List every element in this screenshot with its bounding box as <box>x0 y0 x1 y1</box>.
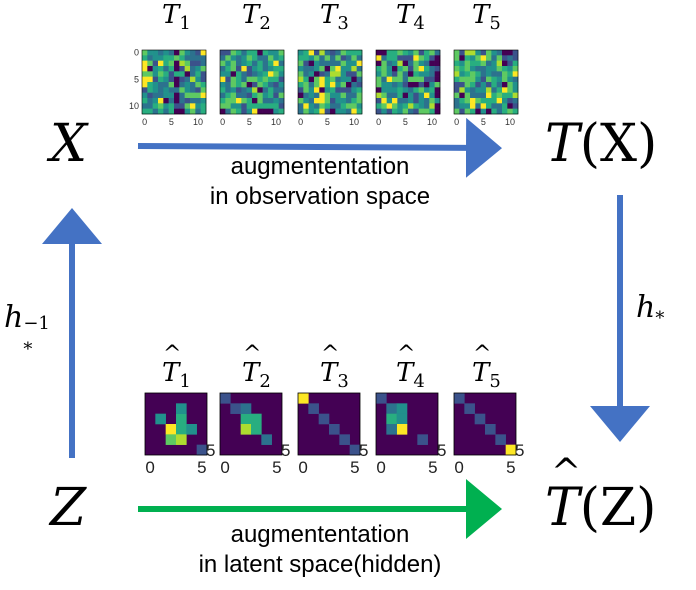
top-edge-caption: augmententation in observation space <box>209 153 431 210</box>
bottom-edge-caption: augmententation in latent space(hidden) <box>198 521 442 578</box>
x-tick-label: 10 <box>349 117 359 127</box>
right-edge-label: h* <box>636 290 665 329</box>
left-edge-label: h−1* <box>4 300 50 360</box>
top-arrow <box>137 117 502 178</box>
top-heatmap <box>375 49 441 115</box>
x-tick-label: 5 <box>272 458 281 477</box>
x-tick-label: 5 <box>481 117 486 127</box>
bottom-heatmap <box>453 392 517 456</box>
top-matrix-label-4: T4 <box>396 0 425 35</box>
x-tick-label: 10 <box>427 117 437 127</box>
y-tick-label: 5 <box>437 441 446 460</box>
node-z: Z <box>50 478 87 538</box>
x-tick-label: 0 <box>145 458 154 477</box>
x-tick-label: 5 <box>350 458 359 477</box>
top-heatmap <box>141 49 207 115</box>
top-matrix-label-1: T1 <box>162 0 191 35</box>
bottom-heatmap <box>297 392 361 456</box>
y-tick-label: 10 <box>129 101 139 111</box>
x-tick-label: 10 <box>505 117 515 127</box>
x-tick-label: 5 <box>247 117 252 127</box>
x-tick-label: 5 <box>169 117 174 127</box>
top-matrix-label-5: T5 <box>472 0 501 35</box>
y-tick-label: 0 <box>134 48 139 58</box>
y-tick-label: 5 <box>206 441 215 460</box>
x-tick-label: 0 <box>454 458 463 477</box>
x-tick-label: 0 <box>298 117 303 127</box>
bottom-matrix-label-1: ^T1 <box>162 342 191 393</box>
bottom-heatmap <box>144 392 208 456</box>
y-tick-label: 5 <box>515 441 524 460</box>
x-tick-label: 0 <box>454 117 459 127</box>
node-tx: T(X) <box>545 114 658 174</box>
bottom-heatmap <box>219 392 283 456</box>
y-tick-label: 5 <box>359 441 368 460</box>
x-tick-label: 10 <box>193 117 203 127</box>
x-tick-label: 5 <box>506 458 515 477</box>
x-tick-label: 0 <box>220 458 229 477</box>
x-tick-label: 0 <box>220 117 225 127</box>
x-tick-label: 5 <box>197 458 206 477</box>
node-x: X <box>50 114 88 174</box>
x-tick-label: 5 <box>428 458 437 477</box>
bottom-heatmap <box>375 392 439 456</box>
y-tick-label: 5 <box>281 441 290 460</box>
x-tick-label: 5 <box>403 117 408 127</box>
bottom-matrix-label-5: ^T5 <box>472 342 501 393</box>
top-matrix-label-2: T2 <box>242 0 271 35</box>
x-tick-label: 0 <box>376 117 381 127</box>
x-tick-label: 0 <box>298 458 307 477</box>
node-tz: ^T(Z) <box>545 452 657 538</box>
top-heatmap <box>297 49 363 115</box>
top-heatmap <box>453 49 519 115</box>
top-heatmap <box>219 49 285 115</box>
top-matrix-label-3: T3 <box>320 0 349 35</box>
bottom-matrix-label-2: ^T2 <box>242 342 271 393</box>
y-tick-label: 5 <box>134 74 139 84</box>
x-tick-label: 0 <box>376 458 385 477</box>
bottom-matrix-label-3: ^T3 <box>320 342 349 393</box>
x-tick-label: 10 <box>271 117 281 127</box>
x-tick-label: 5 <box>325 117 330 127</box>
bottom-matrix-label-4: ^T4 <box>396 342 425 393</box>
x-tick-label: 0 <box>142 117 147 127</box>
